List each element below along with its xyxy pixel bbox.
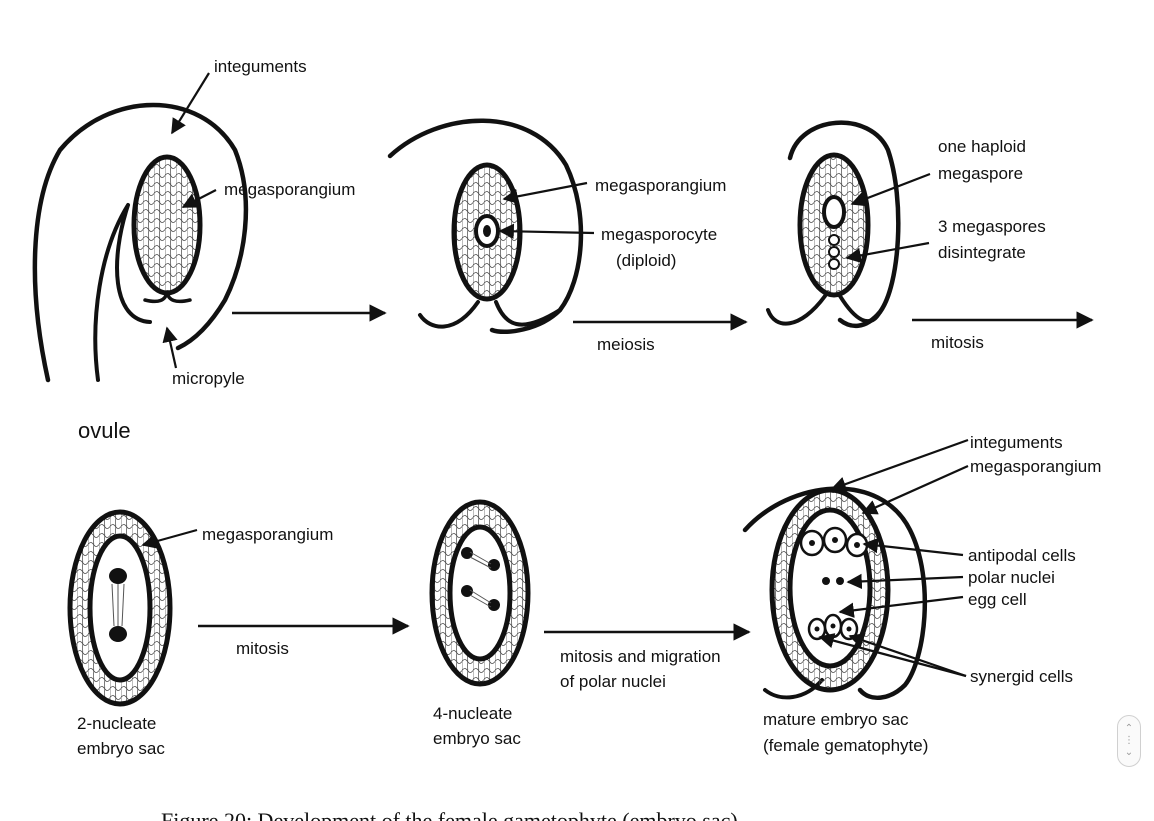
label-megasporangium-3: megasporangium — [202, 525, 333, 544]
antipodal-cells — [799, 526, 869, 558]
label-two-nucleate-2: embryo sac — [77, 739, 165, 758]
four-nucleate-stage — [429, 499, 531, 687]
scroll-up-icon[interactable]: ⌃ — [1124, 723, 1134, 734]
outer-integument — [742, 486, 927, 700]
degenerating-megaspore-3 — [828, 258, 840, 270]
inner-integument — [418, 300, 562, 329]
degenerating-megaspore-2 — [828, 246, 840, 258]
nucleus-3 — [461, 585, 473, 597]
label-mitosis-2: mitosis — [236, 639, 289, 658]
inner-integument — [766, 294, 882, 326]
label-two-nucleate-1: 2-nucleate — [77, 714, 156, 733]
spindles — [469, 551, 492, 608]
label-polar-nuclei: polar nuclei — [968, 568, 1055, 587]
leader-megasporangium-3 — [141, 528, 198, 549]
label-megasporocyte: megasporocyte — [601, 225, 717, 244]
leader-disintegrate — [845, 241, 930, 264]
nucleus-1 — [461, 547, 473, 559]
leader-megasporangium-4 — [861, 464, 969, 515]
label-integuments-1: integuments — [214, 57, 307, 76]
label-megaspore: megaspore — [938, 164, 1023, 183]
egg-apparatus — [807, 613, 859, 641]
outer-integument — [32, 102, 249, 383]
scroll-down-icon[interactable]: ⌄ — [1124, 747, 1134, 758]
label-one-haploid: one haploid — [938, 137, 1026, 156]
label-micropyle: micropyle — [172, 369, 245, 388]
nucleus-bottom — [109, 626, 127, 642]
label-antipodal: antipodal cells — [968, 546, 1076, 565]
process-arrows — [198, 304, 1094, 641]
figure-caption: Figure 20: Development of the female gam… — [161, 808, 738, 821]
megasporocyte-stage — [387, 118, 584, 335]
label-ovule: ovule — [78, 418, 131, 443]
megasporangium-tissue — [131, 154, 203, 296]
leader-integuments-1 — [171, 72, 210, 135]
leader-megasporocyte — [498, 223, 595, 239]
label-four-nucleate-1: 4-nucleate — [433, 704, 512, 723]
embryo-sac — [87, 533, 153, 683]
label-four-nucleate-2: embryo sac — [433, 729, 521, 748]
haploid-megaspore-cell — [822, 195, 846, 229]
leader-integuments-2 — [830, 438, 969, 492]
leader-egg-cell — [838, 595, 964, 618]
label-mitosis-migration-1: mitosis and migration — [560, 647, 721, 666]
polar-nucleus-2 — [836, 577, 844, 585]
two-nucleate-stage — [67, 509, 173, 707]
leader-lines — [141, 72, 969, 678]
label-mature-2: (female gematophyte) — [763, 736, 928, 755]
label-integuments-2: integuments — [970, 433, 1063, 452]
spindle — [111, 583, 125, 627]
outer-integument — [387, 118, 584, 335]
label-mature-1: mature embryo sac — [763, 710, 909, 729]
inner-integument — [93, 203, 152, 382]
label-diploid: (diploid) — [616, 251, 676, 270]
megasporocyte-nucleus — [483, 225, 491, 237]
label-meiosis: meiosis — [597, 335, 655, 354]
leader-megasporangium-2 — [502, 181, 588, 204]
leader-megasporangium-1 — [181, 189, 217, 208]
label-synergid: synergid cells — [970, 667, 1073, 686]
label-megasporangium-1: megasporangium — [224, 180, 355, 199]
leader-synergid-1 — [848, 633, 967, 678]
labels: integuments megasporangium micropyle ovu… — [77, 57, 1101, 758]
embryo-sac — [447, 524, 513, 662]
leader-micropyle — [162, 326, 178, 369]
label-megasporangium-4: megasporangium — [970, 457, 1101, 476]
micropyle-shape — [143, 290, 192, 304]
mature-embryo-sac-stage — [742, 486, 927, 700]
nucleus-top — [109, 568, 127, 584]
label-mitosis-migration-2: of polar nuclei — [560, 672, 666, 691]
nucleus-4 — [488, 599, 500, 611]
label-disintegrate: disintegrate — [938, 243, 1026, 262]
leader-synergid-2 — [818, 633, 967, 678]
leader-polar-nuclei — [846, 573, 964, 590]
leader-haploid-megaspore — [850, 172, 931, 207]
label-megasporangium-2: megasporangium — [595, 176, 726, 195]
scroll-widget[interactable]: ⌃ ⋮ ⌄ — [1117, 715, 1141, 767]
polar-nucleus-1 — [822, 577, 830, 585]
degenerating-megaspore-1 — [828, 234, 840, 246]
label-mitosis-1: mitosis — [931, 333, 984, 352]
leader-antipodal — [862, 537, 964, 557]
ovule-stage — [32, 102, 249, 383]
nucleus-2 — [488, 559, 500, 571]
scroll-handle-icon: ⋮ — [1124, 735, 1134, 746]
label-egg-cell: egg cell — [968, 590, 1027, 609]
megaspore-stage — [766, 120, 901, 328]
label-three-megaspores: 3 megaspores — [938, 217, 1046, 236]
